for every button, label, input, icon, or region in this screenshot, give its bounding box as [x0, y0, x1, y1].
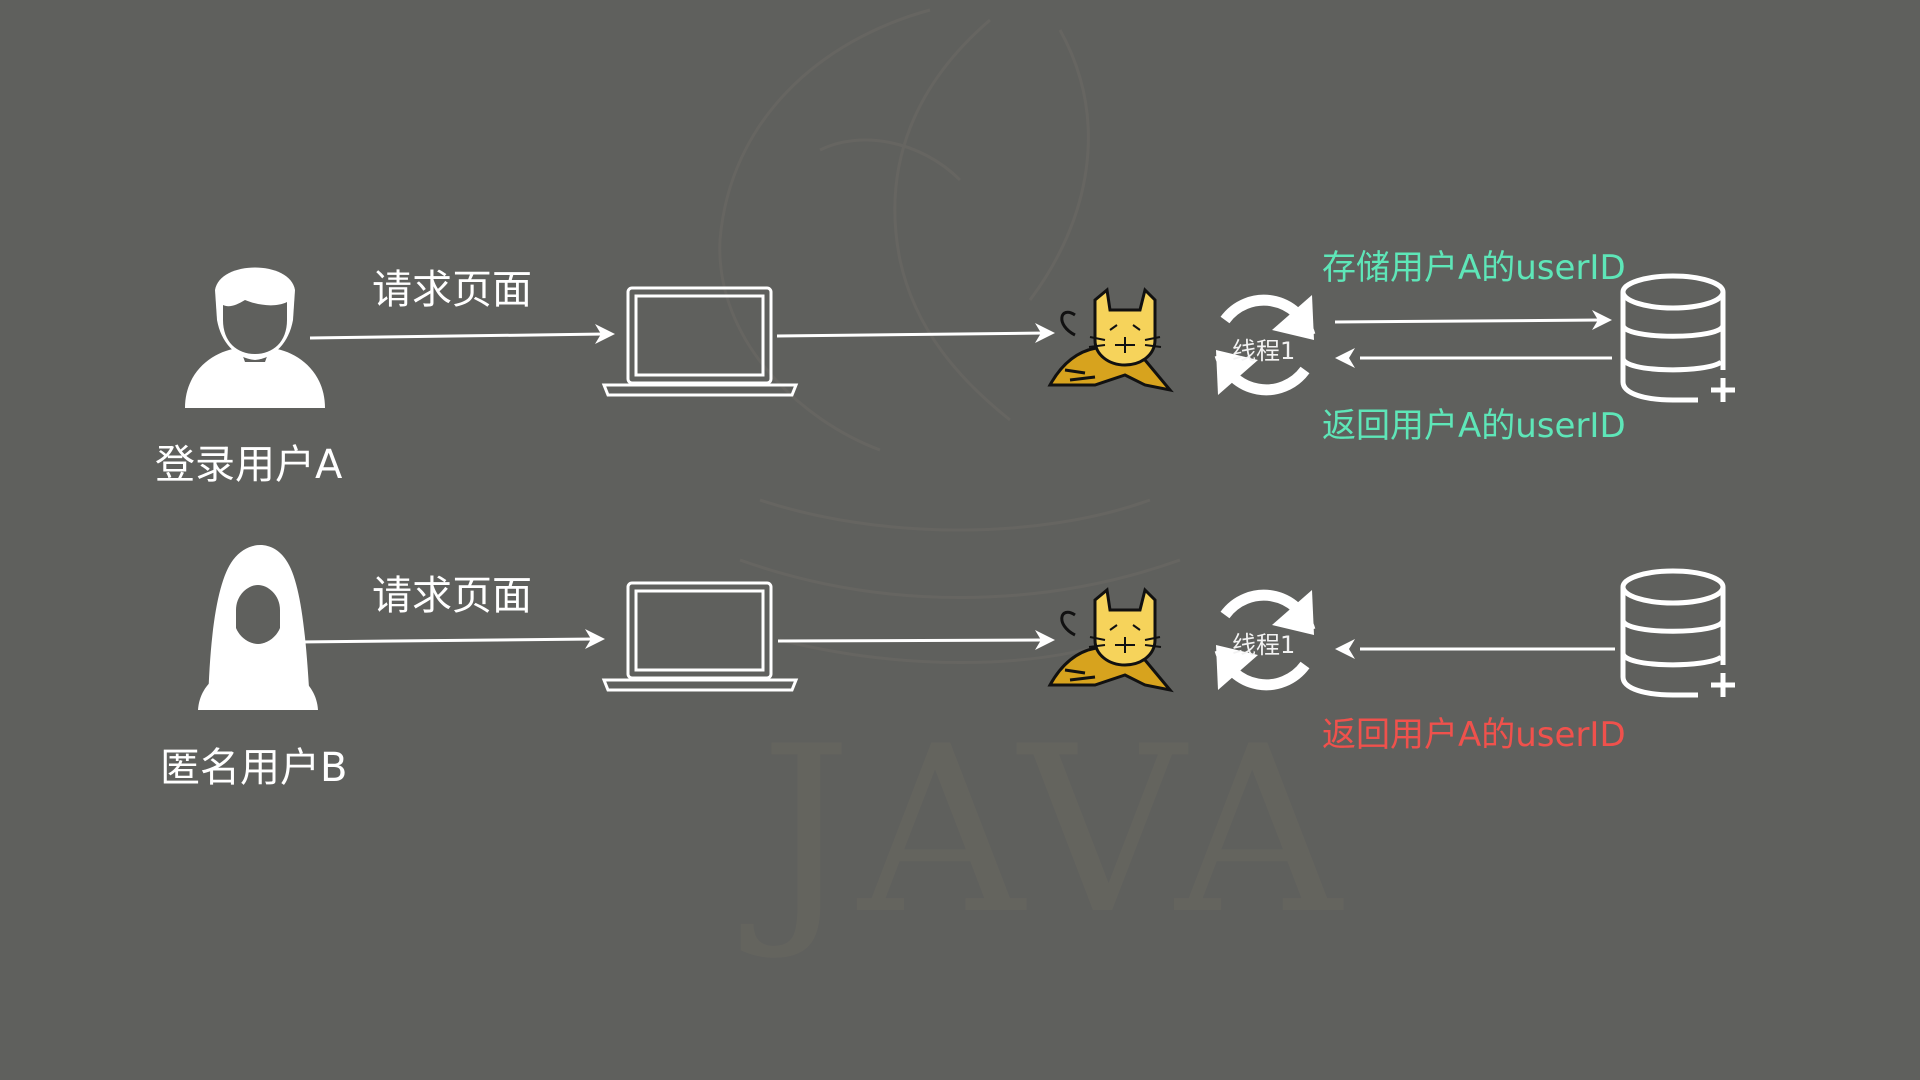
user-b-label: 匿名用户B: [160, 745, 348, 791]
female-user-icon: [198, 545, 318, 710]
tomcat-icon: [1047, 587, 1174, 693]
user-a-label: 登录用户A: [155, 442, 343, 488]
arrow-user-to-laptop-a: [309, 324, 615, 344]
thread-label-a: 线程1: [1232, 337, 1296, 365]
laptop-icon: [601, 581, 799, 692]
arrow-to-db-a: [1334, 310, 1612, 330]
thread-label-b: 线程1: [1232, 631, 1296, 659]
arrow-laptop-to-server-a: [776, 323, 1055, 343]
request-label-a: 请求页面: [372, 267, 532, 313]
tomcat-icon: [1047, 287, 1174, 393]
laptop-icon: [601, 286, 799, 397]
arrow-user-to-laptop-b: [297, 629, 605, 649]
request-label-b: 请求页面: [372, 573, 532, 619]
return-userid-label-a: 返回用户A的userID: [1322, 406, 1626, 446]
store-userid-label: 存储用户A的userID: [1322, 248, 1626, 288]
arrow-from-db-a: [1335, 348, 1612, 368]
database-add-icon: [1620, 568, 1735, 698]
refresh-icon: [1214, 589, 1316, 691]
return-userid-label-b: 返回用户A的userID: [1322, 715, 1626, 755]
refresh-icon: [1214, 294, 1316, 396]
database-add-icon: [1620, 273, 1735, 403]
arrow-from-db-b: [1335, 639, 1615, 659]
male-user-icon: [185, 267, 325, 408]
arrow-laptop-to-server-b: [777, 630, 1055, 650]
java-watermark-text: JAVA: [740, 698, 1347, 965]
